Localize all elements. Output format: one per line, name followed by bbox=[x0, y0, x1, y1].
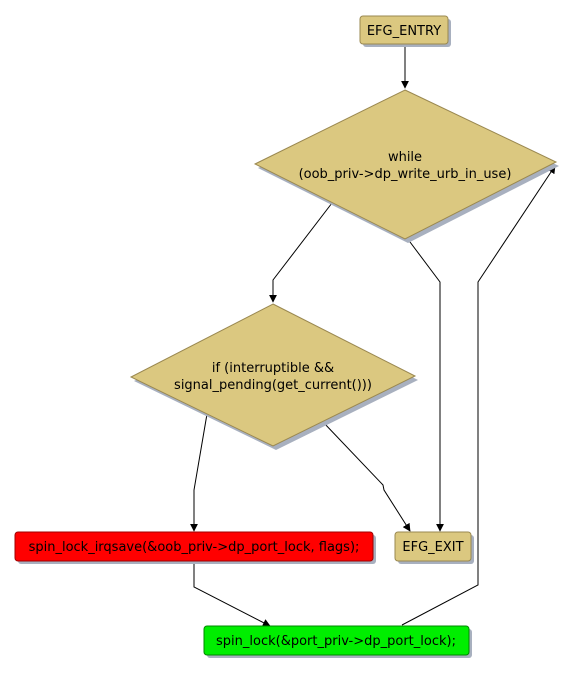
node-exit-label: EFG_EXIT bbox=[402, 540, 463, 555]
node-if-line1: if (interruptible && bbox=[212, 361, 334, 376]
node-irqsave-box bbox=[14, 531, 374, 562]
node-if-diamond bbox=[129, 303, 417, 447]
node-lock: spin_lock(&port_priv->dp_port_lock); bbox=[203, 625, 472, 658]
node-if-line2: signal_pending(get_current())) bbox=[174, 378, 372, 393]
node-while: while (oob_priv->dp_write_urb_in_use) bbox=[253, 89, 559, 243]
edge-irqsave-to-lock bbox=[193, 563, 271, 627]
node-entry-box bbox=[359, 15, 449, 45]
edge-while-to-exit bbox=[406, 237, 444, 532]
node-while-line1: while bbox=[388, 150, 422, 165]
edge-lock-to-while bbox=[401, 165, 556, 626]
node-entry: EFG_ENTRY bbox=[359, 15, 451, 47]
node-while-line2: (oob_priv->dp_write_urb_in_use) bbox=[299, 167, 512, 182]
edge-if-to-irqsave bbox=[190, 413, 208, 532]
edges bbox=[190, 45, 556, 627]
node-irqsave: spin_lock_irqsave(&oob_priv->dp_port_loc… bbox=[14, 531, 376, 564]
node-irqsave-label: spin_lock_irqsave(&oob_priv->dp_port_loc… bbox=[29, 540, 360, 555]
node-while-diamond bbox=[253, 89, 558, 240]
node-lock-box bbox=[203, 625, 470, 656]
edge-while-to-if bbox=[269, 202, 333, 303]
node-entry-label: EFG_ENTRY bbox=[367, 24, 441, 39]
node-if: if (interruptible && signal_pending(get_… bbox=[129, 303, 418, 450]
node-exit-box bbox=[394, 531, 472, 562]
edge-if-to-exit bbox=[322, 421, 411, 532]
node-exit: EFG_EXIT bbox=[394, 531, 474, 564]
node-lock-label: spin_lock(&port_priv->dp_port_lock); bbox=[216, 634, 456, 649]
